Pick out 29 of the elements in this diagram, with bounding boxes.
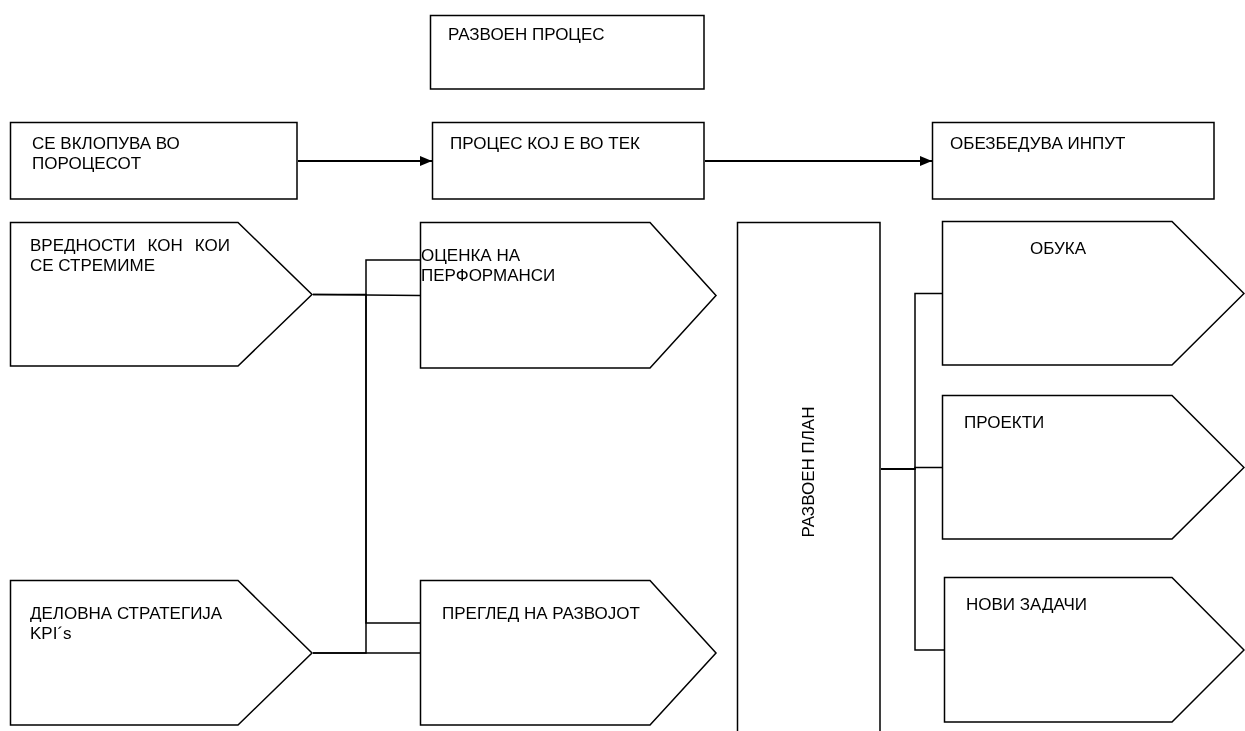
node-label: ОЦЕНКА НА ПЕРФОРМАНСИ <box>421 246 557 286</box>
node-label: ОБЕЗБЕДУВА ИНПУТ <box>950 134 1127 154</box>
connector-line <box>880 468 945 651</box>
node-label: РАЗВОЕН ПРОЦЕС <box>448 25 606 45</box>
node-label: ВРЕДНОСТИ КОН КОИ СЕ СТРЕМИМЕ <box>30 236 230 276</box>
arrow <box>704 156 933 166</box>
node-label: ПРОЕКТИ <box>964 413 1046 433</box>
process-box <box>432 122 705 200</box>
node-label: ОБУКА <box>1029 239 1087 259</box>
node-label: ДЕЛОВНА СТРАТЕГИЈА KPI´s <box>30 604 224 644</box>
connector-line <box>312 652 421 654</box>
node-label: ПРЕГЛЕД НА РАЗВОЈОТ <box>442 604 641 624</box>
pentagon-arrow-box <box>10 222 313 367</box>
node-label: СЕ ВКЛОПУВА ВО ПОРОЦЕСОТ <box>32 134 181 174</box>
process-box <box>932 122 1215 200</box>
pentagon-arrow-box <box>944 577 1245 723</box>
pentagon-arrow-box <box>420 580 717 726</box>
node-label: НОВИ ЗАДАЧИ <box>966 595 1089 615</box>
pentagon-arrow-box <box>942 395 1245 540</box>
process-box <box>10 122 298 200</box>
process-box <box>737 222 881 731</box>
node-label: РАЗВОЕН ПЛАН <box>799 406 819 538</box>
node-label: ПРОЦЕС КОЈ Е ВО ТЕК <box>450 134 641 154</box>
arrow <box>297 156 433 166</box>
pentagon-arrow-box <box>420 222 717 369</box>
pentagon-arrow-box <box>10 580 313 726</box>
connector-line <box>312 293 421 624</box>
pentagon-arrow-box <box>942 221 1245 366</box>
process-box <box>430 15 705 90</box>
